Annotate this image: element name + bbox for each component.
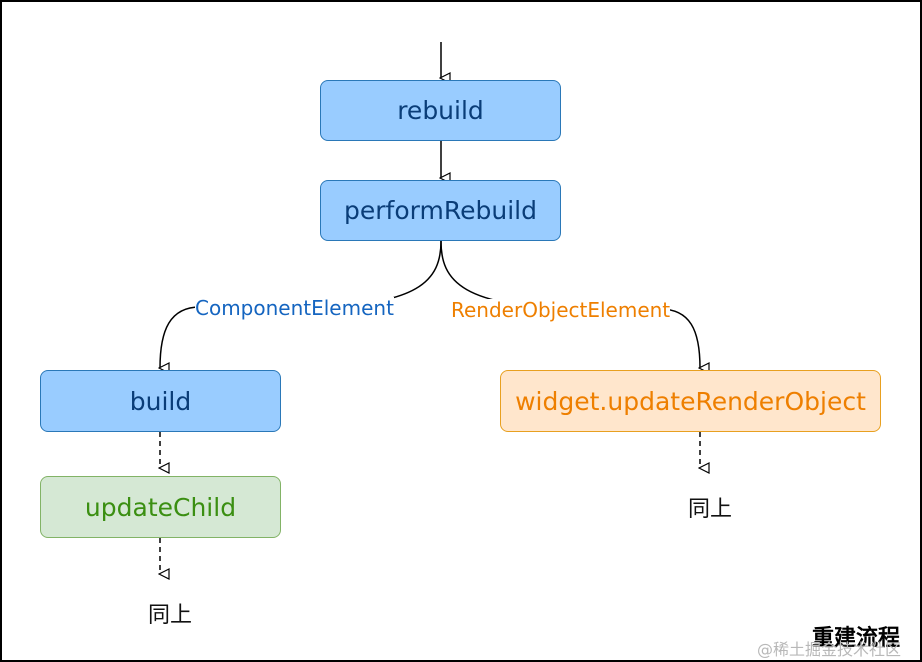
node-build: build [40, 370, 281, 432]
same-as-above-left: 同上 [148, 603, 193, 628]
node-rebuild-label: rebuild [397, 96, 484, 125]
same-as-above-right: 同上 [688, 497, 733, 522]
node-widget-update-render-object: widget.updateRenderObject [500, 370, 881, 432]
node-widget-update-render-object-label: widget.updateRenderObject [515, 386, 866, 416]
edge-label-render-object-element: RenderObjectElement [451, 298, 671, 322]
node-perform-rebuild-label: performRebuild [344, 196, 537, 225]
node-rebuild: rebuild [320, 80, 561, 141]
diagram-caption: 重建流程 [812, 626, 901, 651]
node-update-child-label: updateChild [84, 492, 237, 522]
node-update-child: updateChild [40, 476, 281, 538]
node-perform-rebuild: performRebuild [320, 180, 561, 241]
edge-label-component-element: ComponentElement [195, 296, 394, 320]
watermark: @稀土掘金技术社区 [757, 640, 902, 659]
node-build-label: build [129, 386, 192, 416]
